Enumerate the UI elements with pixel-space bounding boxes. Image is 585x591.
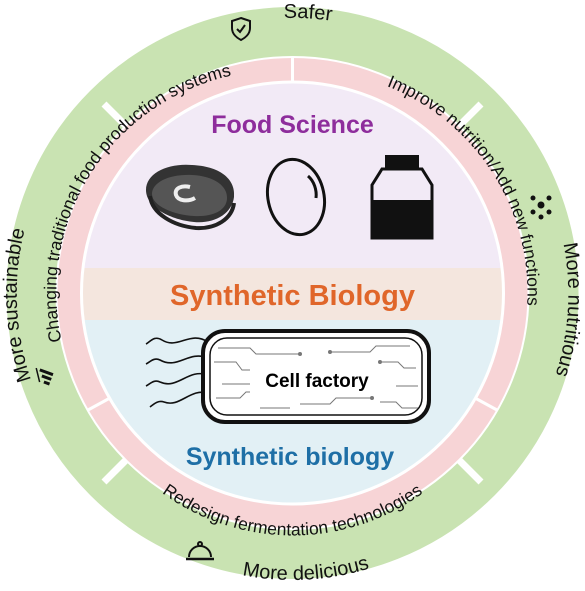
flagella-icon: [145, 337, 209, 408]
shield-check-icon: [231, 16, 251, 42]
outer-label-top: Safer: [284, 1, 335, 26]
middle-band: [81, 268, 504, 320]
synthetic-biology-band-title: Synthetic Biology: [170, 280, 415, 312]
cloche-icon: [186, 541, 214, 561]
food-science-title: Food Science: [211, 111, 374, 139]
molecule-icon: [530, 195, 552, 220]
synthetic-biology-bottom-title: Synthetic biology: [186, 443, 394, 471]
cell-factory-label: Cell factory: [265, 371, 369, 392]
meat-icon: [146, 164, 236, 231]
inner-ring-separators: [87, 57, 498, 412]
cell-factory-icon: [201, 329, 431, 424]
center-border: [80, 80, 505, 506]
milk-bottle-icon: [370, 155, 434, 240]
egg-icon: [265, 157, 327, 237]
growth-chart-icon: [35, 367, 54, 386]
